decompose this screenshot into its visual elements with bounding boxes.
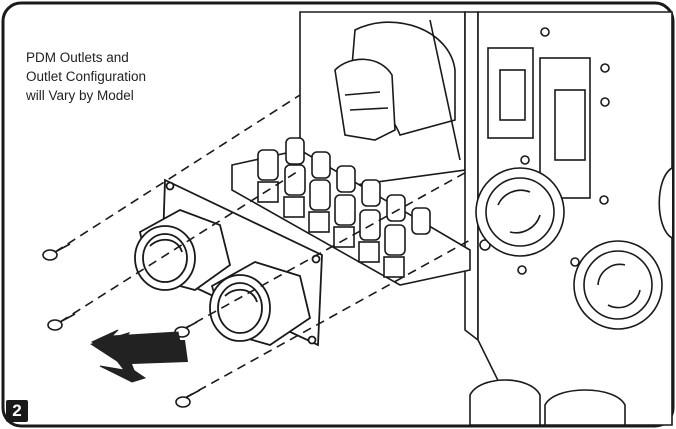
note-line-3: will Vary by Model [26,88,134,103]
screw-1 [42,243,71,261]
step-number-badge: 2 [6,400,28,422]
alignment-lines [54,94,471,399]
terminal-block [231,137,471,286]
model-variation-note: PDM Outlets and Outlet Configuration wil… [26,48,216,105]
terminal-posts [257,137,431,256]
note-line-1: PDM Outlets and [26,50,129,65]
screw-2 [47,313,76,331]
pdm-cabinet [299,11,479,342]
note-line-2: Outlet Configuration [26,69,147,84]
twist-lock-receptacle-1 [475,167,565,257]
twist-lock-receptacle-2 [573,240,663,330]
conduit-fitting-2 [209,261,312,346]
removal-arrow-icon [90,329,188,383]
screw-4 [175,389,201,408]
terminal-screws [257,181,405,278]
conduit-fitting-1 [134,209,232,291]
outlet-edge [658,167,673,239]
cabinet-base [469,379,626,426]
